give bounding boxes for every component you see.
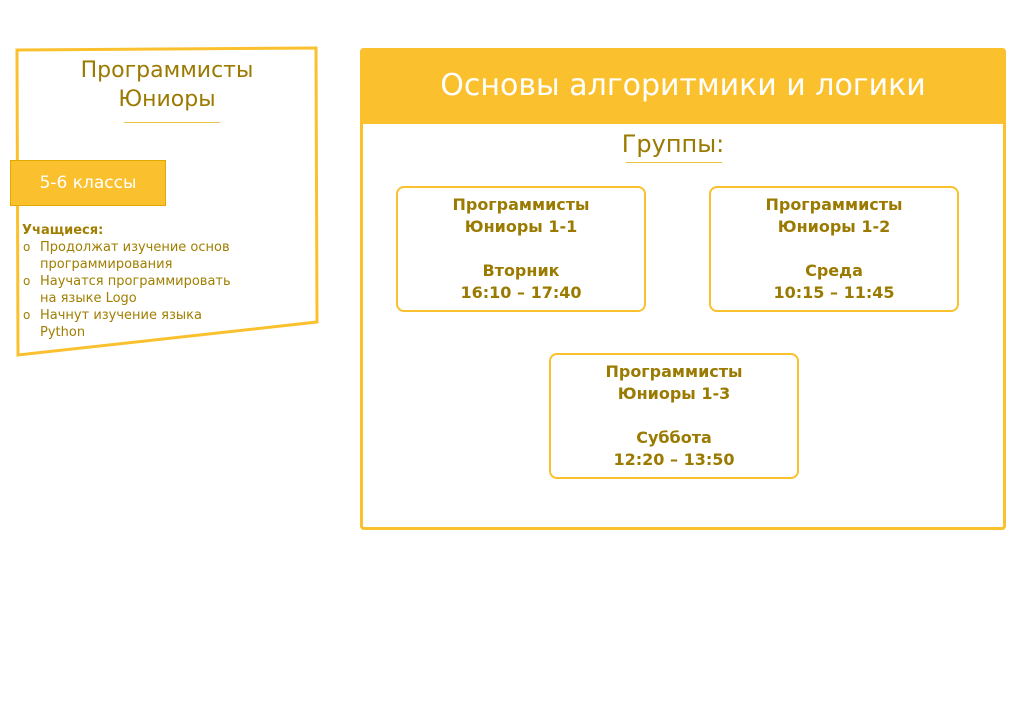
group-card-1-2: Программисты Юниоры 1-2 Среда 10:15 – 11… xyxy=(709,186,959,312)
group-card-1-1: Программисты Юниоры 1-1 Вторник 16:10 – … xyxy=(396,186,646,312)
groups-title: Группы: xyxy=(621,130,725,158)
group-day: Вторник xyxy=(482,261,560,280)
groups-title-underline xyxy=(626,162,722,163)
course-panel: Основы алгоритмики и логики Группы: Прог… xyxy=(360,48,1006,530)
program-title-line1: Программисты xyxy=(80,58,254,83)
group-time: 16:10 – 17:40 xyxy=(460,283,582,302)
group-name-line1: Программисты xyxy=(765,195,903,214)
group-time: 12:20 – 13:50 xyxy=(613,450,735,469)
group-card-1-3: Программисты Юниоры 1-3 Суббота 12:20 – … xyxy=(549,353,799,479)
program-title: Программисты Юниоры xyxy=(44,56,290,114)
group-name-line2: Юниоры 1-2 xyxy=(777,217,891,236)
group-day: Среда xyxy=(805,261,863,280)
students-section: Учащиеся: o Продолжат изучение основ про… xyxy=(22,222,262,341)
group-day: Суббота xyxy=(636,428,712,447)
students-item-text: Python xyxy=(40,325,86,340)
course-title: Основы алгоритмики и логики xyxy=(360,48,1006,124)
program-title-underline xyxy=(124,122,220,123)
program-title-line2: Юниоры xyxy=(118,87,216,112)
students-item-text: Продолжат изучение основ xyxy=(40,240,230,255)
group-name-line1: Программисты xyxy=(605,362,743,381)
students-item-text: Начнут изучение языка xyxy=(40,308,202,323)
students-label: Учащиеся: xyxy=(22,223,104,238)
students-item-text: Научатся программировать xyxy=(40,274,231,289)
group-name-line2: Юниоры 1-3 xyxy=(617,384,731,403)
students-item-text: программирования xyxy=(40,257,173,272)
grade-badge: 5-6 классы xyxy=(10,160,166,206)
students-item-text: на языке Logo xyxy=(40,291,137,306)
students-list-item: o Начнут изучение языка Python xyxy=(22,307,262,341)
bullet-icon: o xyxy=(23,240,31,254)
program-card: Программисты Юниоры 5-6 классы Учащиеся:… xyxy=(10,46,320,358)
bullet-icon: o xyxy=(23,308,31,322)
program-card-frame xyxy=(15,46,319,357)
students-list: o Продолжат изучение основ программирова… xyxy=(22,239,262,341)
students-list-item: o Научатся программировать на языке Logo xyxy=(22,273,262,307)
bullet-icon: o xyxy=(23,274,31,288)
group-time: 10:15 – 11:45 xyxy=(773,283,895,302)
group-name-line1: Программисты xyxy=(452,195,590,214)
students-list-item: o Продолжат изучение основ программирова… xyxy=(22,239,262,273)
group-name-line2: Юниоры 1-1 xyxy=(464,217,578,236)
